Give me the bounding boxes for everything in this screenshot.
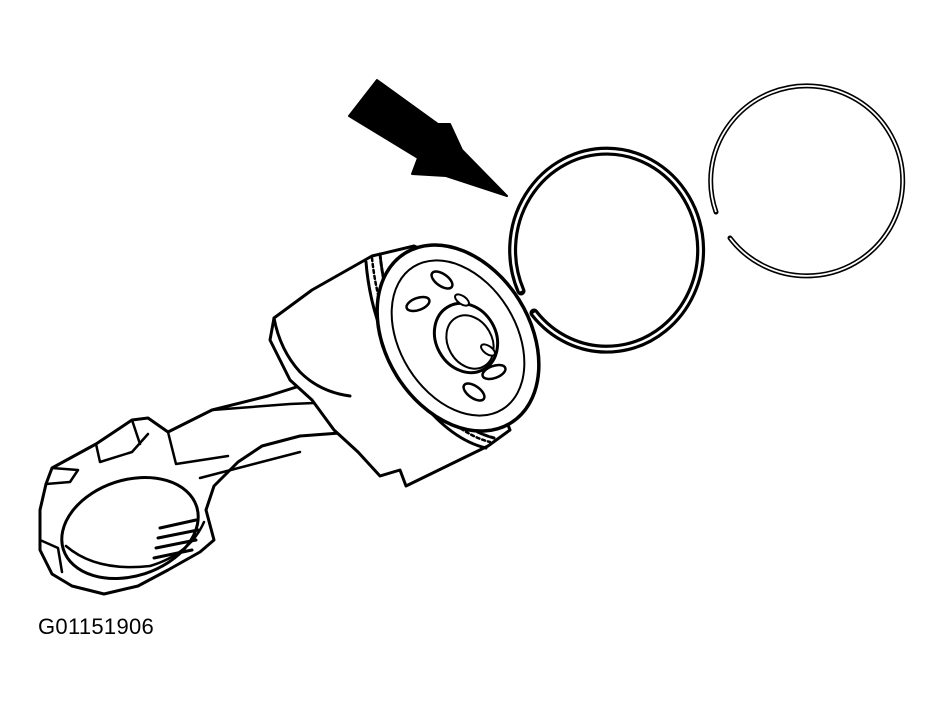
piston	[268, 243, 541, 488]
figure-reference-code: G01151906	[38, 614, 155, 639]
piston-ring	[708, 83, 906, 279]
arrow-pointer	[348, 79, 508, 197]
piston-ring-highlighted	[508, 146, 706, 354]
